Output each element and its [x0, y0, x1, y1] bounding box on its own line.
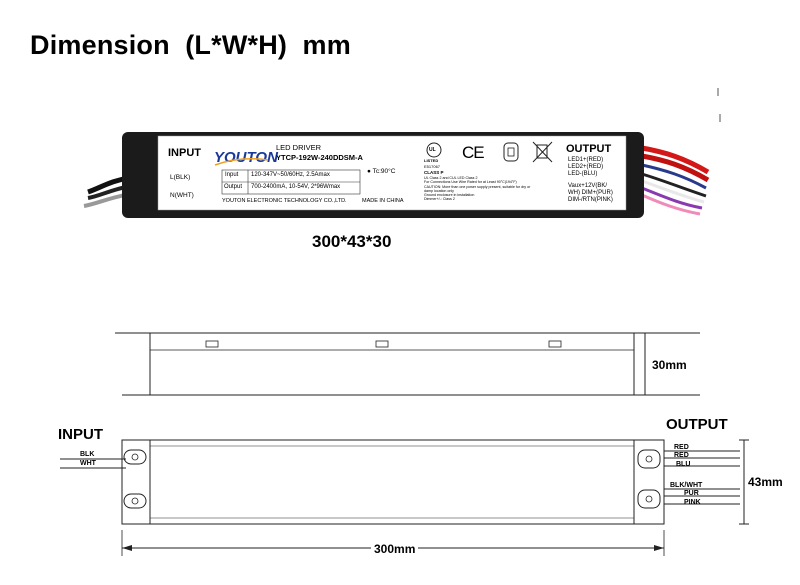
top-view-input-heading: INPUT — [58, 426, 103, 443]
driver-label-sticker — [157, 135, 627, 211]
cert-line: CAUTION: More than one power supply pres… — [424, 184, 531, 189]
output-wire-label-pur: PUR — [684, 490, 699, 497]
spec-table — [221, 169, 361, 195]
label-model: YTCP-192W-240DDSM-A — [276, 153, 363, 162]
label-output-row-label: Output — [224, 184, 243, 190]
page-title: Dimension (L*W*H) mm — [30, 30, 351, 60]
dimensions-caption: 300*43*30 — [312, 232, 392, 251]
dim-line: WH) DIM+(PUR) — [568, 190, 613, 197]
label-dim-lines: Vaux+12V(BK/ WH) DIM+(PUR) DIM-/RTN(PINK… — [568, 183, 613, 205]
tc-dot: ● — [367, 168, 373, 175]
label-input-wire-l: L(BLK) — [170, 174, 191, 181]
ul-listed-text: LISTED — [424, 158, 439, 163]
tc-text: Tc:90°C — [372, 168, 396, 175]
ce-mark: CE — [462, 143, 485, 162]
cert-line: For Connections Use Wire Rated for at Le… — [424, 180, 517, 185]
label-tc: ● Tc:90°C — [367, 168, 395, 175]
output-wire-label-red-1: RED — [674, 444, 689, 451]
label-output-row-value: 700-2400mA, 10-54V, 2*96Wmax — [251, 184, 341, 190]
length-dimension-label: 300mm — [371, 542, 419, 556]
cert-line: damp location only — [424, 188, 454, 193]
ul-file-no: E517067 — [424, 164, 441, 169]
output-wire-label-pink: PINK — [684, 499, 701, 506]
top-view-output-heading: OUTPUT — [666, 416, 728, 433]
label-input-wire-n: N(WHT) — [170, 192, 194, 199]
top-view-drawing — [60, 439, 749, 556]
label-output-heading: OUTPUT — [566, 143, 612, 155]
side-view-drawing — [115, 332, 700, 396]
label-manufacturer: YOUTON ELECTRONIC TECHNOLOGY CO.,LTD. — [222, 198, 347, 204]
output-line: LED-(BLU) — [568, 171, 598, 178]
cert-line: Ground enclosure in installation — [424, 193, 475, 198]
label-input-row-label: Input — [225, 172, 239, 178]
brand-logo: YOUTON — [214, 149, 279, 166]
output-wire-label-blu: BLU — [676, 461, 691, 468]
height-dimension-label: 30mm — [652, 358, 687, 372]
output-line: LED2+(RED) — [568, 164, 604, 171]
output-line: LED1+(RED) — [568, 157, 604, 163]
dim-line: DIM-/RTN(PINK) — [568, 197, 613, 204]
cert-line: UL Class 2 and CUL LED Class 2 — [424, 176, 478, 180]
dim-line: Vaux+12V(BK/ — [568, 183, 608, 189]
cert-line: Dimmer+/-: Class 2 — [424, 197, 455, 202]
label-cert-lines: UL Class 2 and CUL LED Class 2 For Conne… — [424, 176, 574, 202]
label-class: CLASS P — [424, 170, 444, 175]
label-product-type: LED DRIVER — [276, 143, 322, 152]
input-wire-label-wht: WHT — [80, 460, 96, 467]
output-wire-label-blk-wht: BLK/WHT — [670, 482, 703, 489]
ul-mark-text: UL — [429, 147, 436, 153]
input-wire-label-blk: BLK — [80, 451, 95, 458]
output-wire-label-red-2: RED — [674, 452, 689, 459]
brand-name: YOUTON — [214, 149, 279, 166]
width-dimension-label: 43mm — [748, 475, 783, 489]
label-made-in: MADE IN CHINA — [362, 198, 404, 204]
weee-bin-icon — [532, 141, 553, 163]
label-output-lines: LED1+(RED) LED2+(RED) LED-(BLU) — [568, 157, 603, 179]
label-input-row-value: 120-347V~50/60Hz, 2.5Amax — [251, 172, 330, 178]
ul-listed-mark — [426, 142, 442, 158]
protection-class-symbol — [503, 142, 519, 162]
output-cables — [641, 145, 710, 216]
label-input-heading: INPUT — [168, 147, 201, 159]
